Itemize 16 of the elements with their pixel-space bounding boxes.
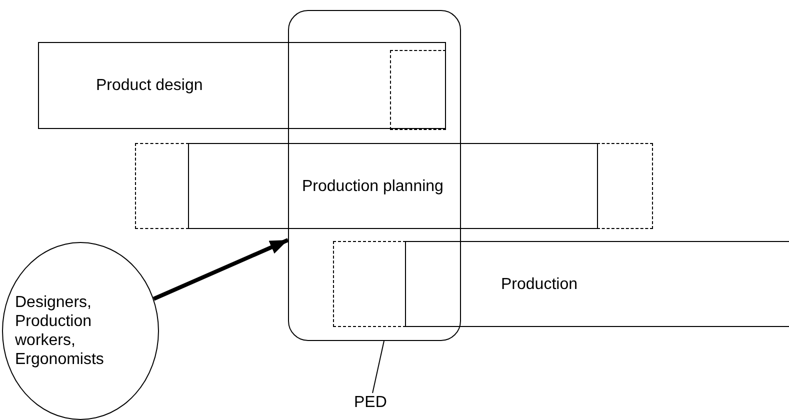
dashed-box: [597, 143, 653, 229]
leader-line: [372, 340, 384, 394]
node-label: Designers, Production workers, Ergonomists: [15, 293, 105, 369]
process-box: [38, 42, 446, 129]
process-box: [405, 241, 789, 327]
dashed-box: [135, 143, 189, 229]
node-label: Production planning: [302, 177, 444, 196]
frame-label: PED: [354, 394, 387, 411]
rounded-frame: [288, 10, 461, 341]
ellipse-node: [2, 242, 159, 420]
dashed-box: [390, 50, 446, 130]
node-label: Production: [501, 275, 578, 294]
process-box: [188, 143, 598, 229]
node-label: Product design: [96, 76, 203, 95]
dashed-box: [333, 241, 406, 327]
arrow: [152, 238, 289, 301]
